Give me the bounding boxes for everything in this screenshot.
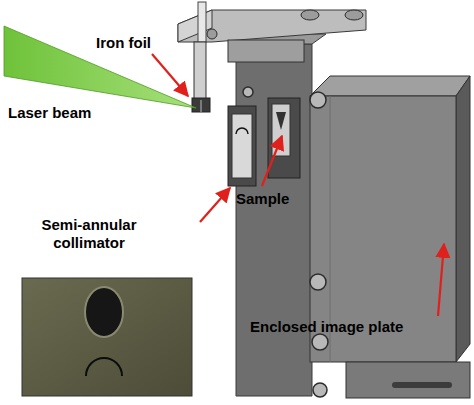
sample-holder (268, 98, 300, 178)
screws (312, 334, 328, 350)
screws (310, 92, 326, 108)
alignment-pin (198, 2, 206, 42)
leader-arrows (262, 136, 282, 186)
iron-foil-holder (192, 42, 210, 112)
base-plate (392, 382, 452, 388)
iron-foil-holder (194, 42, 206, 100)
leader-arrows (438, 244, 444, 316)
callout-label: Semi-annular collimator (14, 216, 164, 252)
back-plate (236, 44, 312, 396)
callout-label: Sample (236, 190, 289, 208)
callout-label: Enclosed image plate (250, 318, 440, 336)
collimator-photo (85, 287, 123, 337)
iron-foil-holder (192, 98, 210, 112)
sample-holder (268, 98, 300, 178)
collimator-photo (22, 278, 192, 396)
laser-beam (4, 26, 196, 108)
top-bar (207, 29, 217, 39)
top-bar (345, 10, 363, 20)
screws (310, 274, 326, 290)
callout-label: Laser beam (8, 104, 91, 122)
leader-arrows (152, 54, 188, 96)
sample-holder (276, 112, 286, 130)
semi-annular-collimator (236, 128, 248, 134)
leader-arrows (200, 188, 230, 222)
screws (243, 87, 253, 97)
screws (313, 383, 327, 397)
callout-label: Iron foil (96, 34, 151, 52)
base-plate (346, 362, 470, 398)
holder-bracket (228, 40, 304, 62)
image-plate-box (456, 76, 470, 362)
semi-annular-collimator (232, 114, 252, 178)
alignment-pin (198, 2, 206, 42)
laser-beam (4, 26, 196, 108)
semi-annular-collimator (228, 106, 256, 186)
collimator-photo (86, 358, 122, 376)
top-bar (178, 10, 212, 42)
base-plate (346, 362, 470, 398)
iron-foil-holder (201, 100, 202, 112)
leader-arrows (152, 54, 444, 316)
image-plate-box (310, 76, 470, 96)
holder-bracket (228, 40, 304, 62)
sample-holder (272, 104, 290, 156)
top-bar (301, 10, 319, 20)
semi-annular-collimator (228, 106, 256, 186)
collimator-photo (22, 278, 192, 396)
